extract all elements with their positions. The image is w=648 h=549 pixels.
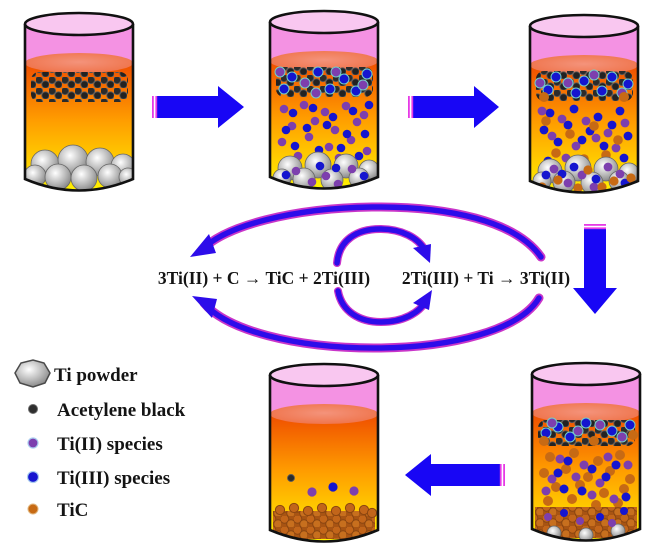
legend-label-ti3-species: Ti(III) species [57,468,170,489]
ti2-dots-scattered [541,452,633,504]
beaker-stage-2 [268,9,380,190]
legend-label-ti2-species: Ti(II) species [57,434,163,455]
purple-dot-icon [27,437,39,449]
acetylene-black-dot [287,474,295,482]
tic-dots-scattered [539,448,635,510]
outer-cycle-arrow [190,202,546,353]
legend-label-acetylene-black: Acetylene black [57,400,186,421]
beaker-stage-1 [23,11,135,192]
tic-dots-in-layer [539,430,638,446]
tic-dots-in-layer [539,92,629,102]
equation-left: 3Ti(II) + C → TiC + 2Ti(III) [158,268,370,288]
beaker-stage-5 [268,362,380,543]
orange-dot-icon [27,503,39,515]
arrow-step1-right-icon [152,86,244,128]
beaker-stage-3 [528,13,640,194]
tic-sediment-layer [273,511,375,539]
ti2-dots-in-layer [546,417,628,443]
black-dot-icon [28,404,38,414]
legend: Ti powder Acetylene black Ti(II) species… [14,359,186,521]
legend-label-tic: TiC [57,500,88,521]
ti2-dot [307,487,317,497]
beaker-stage-4 [530,361,642,542]
outer-cycle-arrowhead-top-icon [190,234,216,257]
acetylene-black-layer [276,67,373,97]
inner-cycle-arrowhead-top-icon [413,244,431,263]
ti-powder-sphere-icon [14,359,51,388]
legend-item: TiC [27,500,88,521]
ti2-dots-on-powder [291,164,357,188]
ti2-dots-in-layer [274,66,369,99]
legend-label-ti-powder: Ti powder [54,365,138,386]
legend-item: Ti(III) species [26,468,170,489]
legend-item: Ti powder [14,359,138,388]
blue-dot-icon [26,470,40,484]
ti2-dots-scattered [537,106,630,163]
inner-cycle-arrow [333,224,432,327]
arrow-step2-right-icon [408,86,499,128]
legend-item: Ti(II) species [27,434,163,455]
arrow-step4-left-icon [405,454,505,496]
outer-cycle-arrowhead-bottom-icon [192,296,217,318]
acetylene-black-layer [31,72,128,102]
ti3-dot [328,482,338,492]
inner-cycle-arrowhead-bottom-icon [413,290,432,310]
ti2-dot [349,486,359,496]
ti3-dots-scattered [539,104,633,166]
ti3-dots-in-sediment [560,507,628,521]
ti3-dots-in-layer [542,71,634,99]
equation-right: 2Ti(III) + Ti → 3Ti(II) [402,268,570,288]
tic-sediment-top-row [274,502,377,519]
ti2-dots-on-powder [549,162,625,192]
ti3-dots-scattered [553,456,631,502]
ti3-dots-scattered [281,100,374,161]
ti3-dots-in-layer [278,66,373,97]
ti3-dots-on-powder [281,161,369,181]
legend-item: Acetylene black [28,400,186,421]
arrow-step3-down-icon [573,224,617,314]
ti2-dots-in-sediment [544,513,616,527]
